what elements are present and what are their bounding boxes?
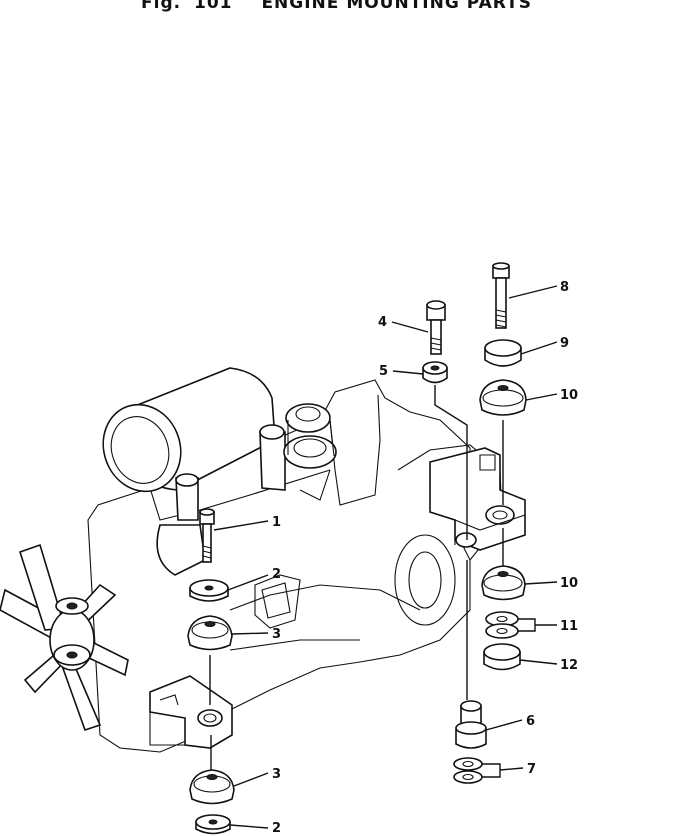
callout-10-lower: 10 (560, 576, 578, 591)
part-1-bolt (199, 508, 215, 563)
cooling-fan (0, 543, 129, 732)
part-6-sleeve (455, 700, 487, 749)
fig-number: 101 (194, 0, 233, 13)
callout-labels: 8 4 9 5 10 1 2 3 10 11 12 6 7 3 2 (272, 280, 578, 836)
callout-8: 8 (560, 280, 569, 295)
part-11-washers (485, 611, 519, 639)
front-mounting-bracket (149, 675, 233, 749)
callout-7: 7 (527, 762, 536, 777)
part-9-washer (484, 339, 522, 367)
assembly-center-lines (209, 385, 504, 770)
part-10-lower-rubber-mount (481, 565, 526, 601)
engine-assembly-illustration (0, 367, 526, 753)
part-2-upper-washer (189, 579, 229, 602)
fig-title-text: ENGINE MOUNTING PARTS (261, 0, 532, 13)
callout-12: 12 (560, 658, 578, 673)
part-4-bolt (426, 300, 446, 355)
part-2-lower-washer (195, 814, 231, 835)
air-cleaner (102, 367, 276, 521)
fig-prefix: Fig. (141, 0, 182, 13)
rear-mounting-bracket (429, 447, 526, 551)
callout-2-lower: 2 (272, 821, 281, 836)
callout-1: 1 (272, 515, 281, 530)
part-3-lower-rubber-mount (189, 769, 235, 805)
callout-2-upper: 2 (272, 567, 281, 582)
leader-lines (213, 285, 558, 829)
callout-3-lower: 3 (272, 767, 281, 782)
part-5-collar (422, 361, 448, 384)
part-8-long-bolt (492, 262, 510, 329)
top-filters (259, 403, 337, 491)
callout-6: 6 (526, 714, 535, 729)
part-3-upper-rubber-mount (187, 615, 233, 651)
callout-5: 5 (379, 364, 388, 379)
callout-11: 11 (560, 619, 578, 634)
callout-4: 4 (378, 315, 387, 330)
part-7-washers (453, 757, 483, 784)
part-12-spacer (483, 643, 521, 671)
callout-3-upper: 3 (272, 627, 281, 642)
figure-title: Fig. 101 ENGINE MOUNTING PARTS (0, 0, 673, 13)
callout-9: 9 (560, 336, 569, 351)
callout-10-upper: 10 (560, 388, 578, 403)
part-10-upper-rubber-mount (479, 379, 527, 416)
